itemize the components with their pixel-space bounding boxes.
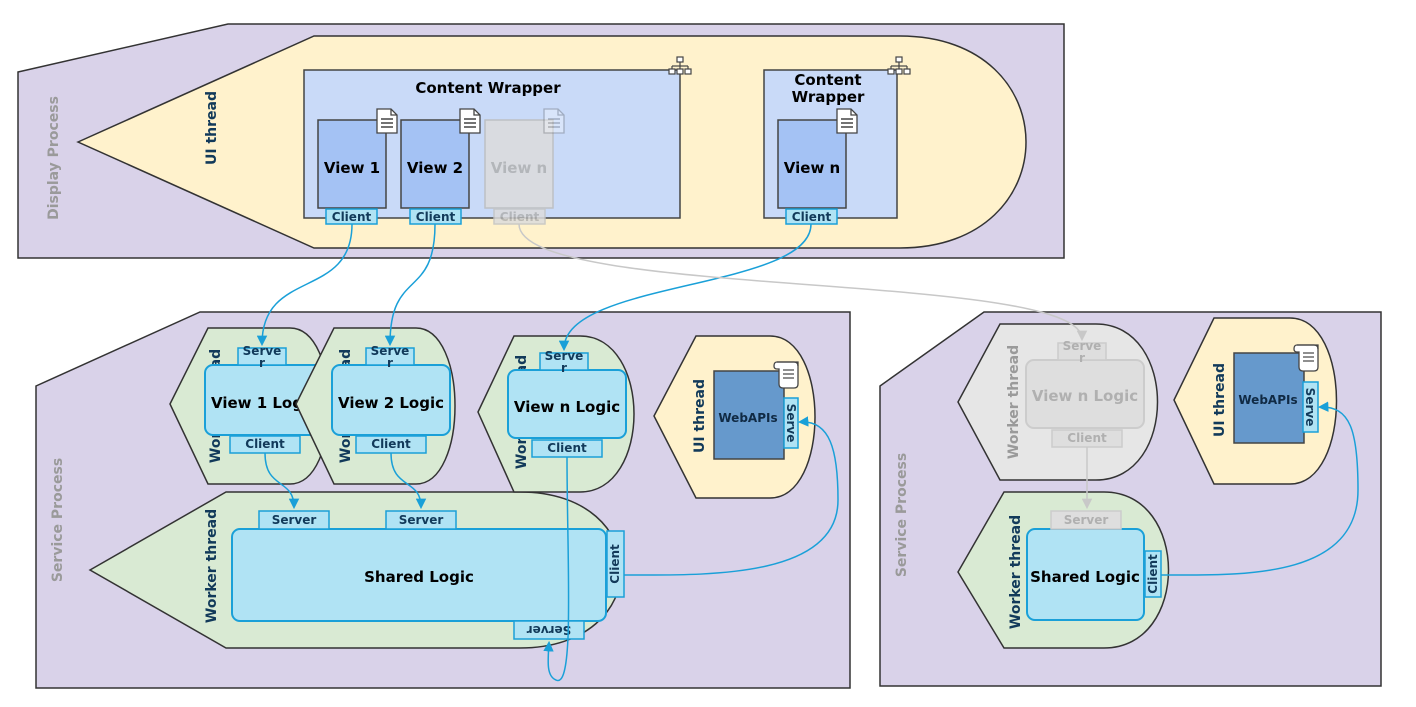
view-2-label: View 2 xyxy=(407,159,463,177)
view-2-logic-worker: Worker thread View 2 Logic Serve r Clien… xyxy=(295,327,456,485)
display-process-label: Display Process xyxy=(46,96,62,220)
service-1-ui-thread-label: UI thread xyxy=(692,379,708,453)
view-n-logic-worker: Worker thread View n Logic Serve r Clien… xyxy=(477,335,635,493)
view-2-logic-server-b: r xyxy=(387,356,393,370)
view-n-logic-server-b: r xyxy=(561,361,567,375)
content-wrapper-2: Content Wrapper View n Client xyxy=(763,56,911,225)
service-2-webapis-label: WebAPIs xyxy=(1238,393,1297,407)
connector-view2-client-to-view2-logic xyxy=(384,223,436,347)
view-n-ghost-box: View n Client xyxy=(484,108,565,225)
document-icon xyxy=(836,108,858,134)
service-2-ghost-server-a: Serve xyxy=(1063,339,1102,353)
view-2-logic-client: Client xyxy=(371,437,411,451)
connector-viewn-client-to-viewn-logic xyxy=(558,223,812,352)
display-ui-thread-label: UI thread xyxy=(204,91,220,165)
view-n-ghost-client: Client xyxy=(500,210,540,224)
service-process-1-label: Service Process xyxy=(50,458,66,582)
view-n-box: View n Client xyxy=(777,108,858,225)
service-2-ghost-server-b: r xyxy=(1079,351,1085,365)
service-process-2-label: Service Process xyxy=(894,453,910,577)
view-n-logic-client: Client xyxy=(547,441,587,455)
service-2-ui-thread: UI thread WebAPIs Serve xyxy=(1173,317,1338,485)
content-wrapper-1-title: Content Wrapper xyxy=(415,79,561,97)
view-1-label: View 1 xyxy=(324,159,380,177)
view-n-client: Client xyxy=(792,210,832,224)
service-2-shared-worker-label: Worker thread xyxy=(1008,515,1024,629)
service-2-ghost-logic-title: View n Logic xyxy=(1032,387,1138,405)
service-2-shared-server: Server xyxy=(1064,513,1109,527)
service-2-webapis-server: Serve xyxy=(1303,388,1317,427)
view-2-logic-server-a: Serve xyxy=(371,344,410,358)
display-process: Display Process UI thread Content Wrappe… xyxy=(17,23,1065,259)
shared-logic-title: Shared Logic xyxy=(364,568,474,586)
service-process-2: Service Process Worker thread View n Log… xyxy=(879,311,1382,687)
service-2-ghost-worker-label: Worker thread xyxy=(1006,345,1022,459)
document-icon xyxy=(376,108,398,134)
view-2-client: Client xyxy=(416,210,456,224)
service-2-ghost-client: Client xyxy=(1067,431,1107,445)
view-n-ghost-label: View n xyxy=(491,159,547,177)
service-2-ui-thread-label: UI thread xyxy=(1212,363,1228,437)
document-icon xyxy=(459,108,481,134)
view-1-logic-worker: Worker thread View 1 Logic Serve r Clien… xyxy=(169,327,330,485)
connector-shared-client-to-webapis xyxy=(623,416,839,576)
view-1-logic-server-a: Serve xyxy=(243,344,282,358)
view-1-logic-server-b: r xyxy=(259,356,265,370)
service-2-view-n-logic-ghost: Worker thread View n Logic Serve r Clien… xyxy=(957,323,1159,481)
view-1-client: Client xyxy=(332,210,372,224)
connectors xyxy=(256,223,1359,682)
shared-server-bottom: Server xyxy=(527,623,572,637)
shared-client: Client xyxy=(608,544,622,584)
shared-server-1: Server xyxy=(272,513,317,527)
connector-view1-logic-to-shared xyxy=(264,452,300,510)
connector-ghost-client-to-service2 xyxy=(518,223,1088,342)
document-icon xyxy=(543,108,565,134)
content-wrapper-2-title-line2: Wrapper xyxy=(792,88,865,106)
service-process-1: Service Process Worker thread Shared Log… xyxy=(35,311,851,689)
connector-view2-logic-to-shared xyxy=(390,452,427,510)
service-2-shared-worker: Worker thread Shared Logic Server Client xyxy=(957,491,1170,649)
content-wrapper-1: Content Wrapper View 1 Client View 2 Cli… xyxy=(303,56,692,225)
view-2-logic-title: View 2 Logic xyxy=(338,394,444,412)
content-wrapper-2-title-line1: Content xyxy=(794,71,861,89)
view-1-logic-client: Client xyxy=(245,437,285,451)
service-1-webapis-server: Serve xyxy=(784,404,798,443)
service-2-shared-logic-title: Shared Logic xyxy=(1030,568,1140,586)
view-n-logic-title: View n Logic xyxy=(514,398,620,416)
service-1-ui-thread: UI thread WebAPIs Serve xyxy=(653,335,816,499)
service-1-webapis-label: WebAPIs xyxy=(718,411,777,425)
service-2-shared-client: Client xyxy=(1146,554,1160,594)
view-n-label: View n xyxy=(784,159,840,177)
view-n-logic-server-a: Serve xyxy=(545,349,584,363)
view-1-logic-title: View 1 Logic xyxy=(211,394,317,412)
connector-shared2-client-to-webapis2 xyxy=(1160,401,1359,576)
connector-viewn-logic-to-shared-bottom xyxy=(543,456,570,682)
shared-worker-thread: Worker thread Shared Logic Server Server… xyxy=(88,491,625,649)
shared-worker-thread-label: Worker thread xyxy=(204,509,220,623)
shared-server-2: Server xyxy=(399,513,444,527)
view-2-box: View 2 Client xyxy=(400,108,481,225)
connector-view1-client-to-view1-logic xyxy=(256,223,353,347)
view-1-box: View 1 Client xyxy=(317,108,398,225)
